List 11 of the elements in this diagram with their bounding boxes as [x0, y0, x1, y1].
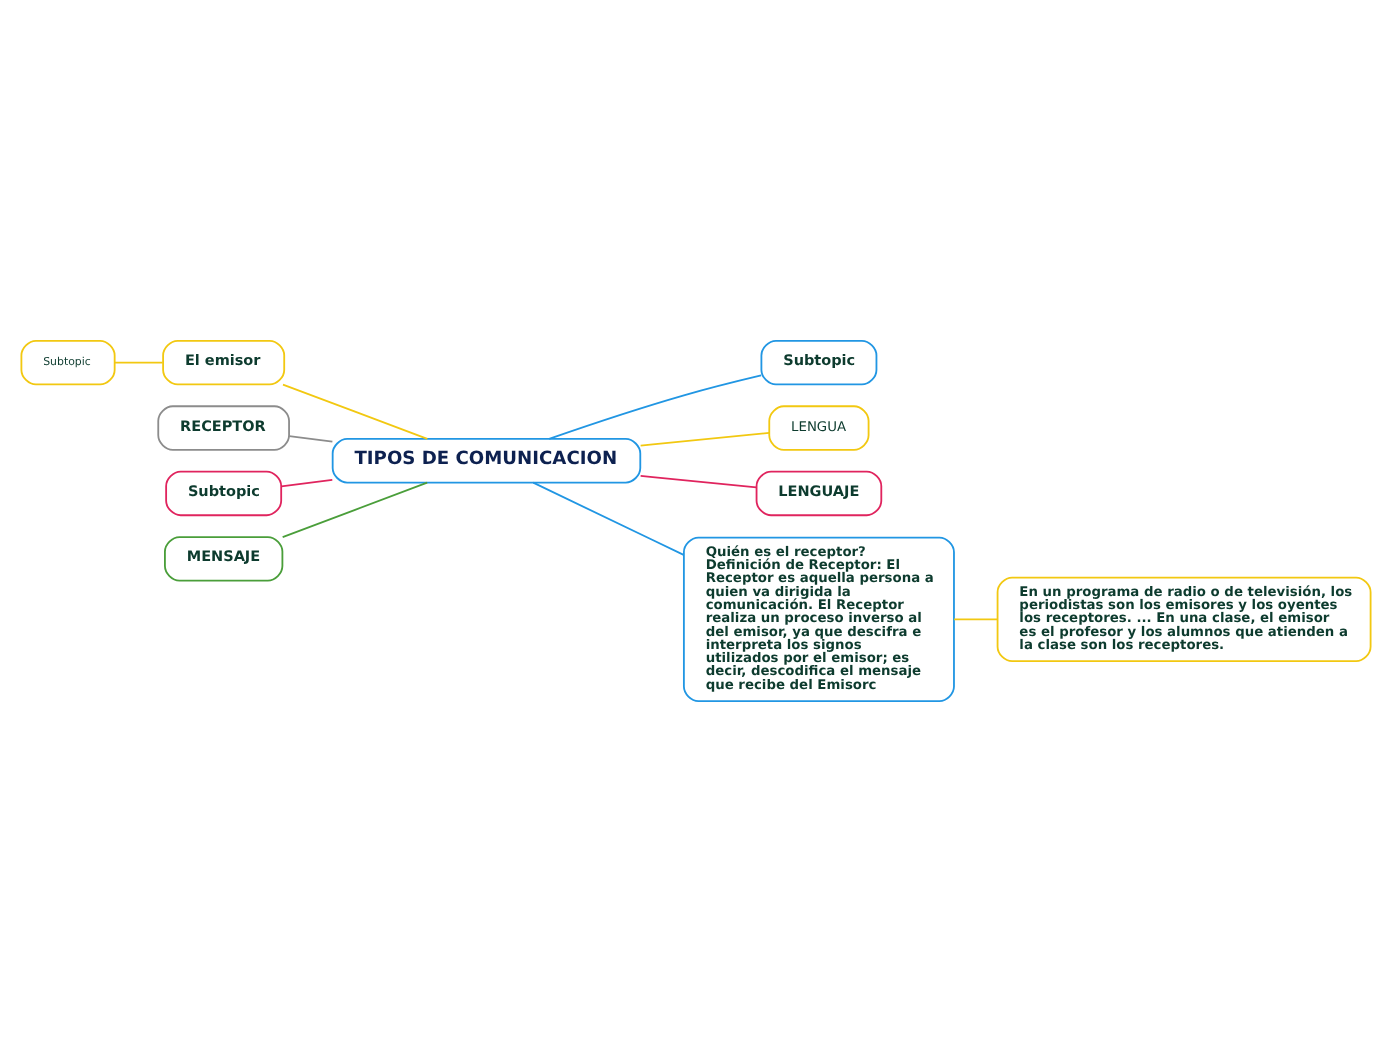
connector [288, 434, 334, 442]
connector [639, 430, 771, 446]
connector [281, 480, 429, 537]
connector [282, 382, 429, 439]
connector [280, 478, 334, 487]
connector [532, 480, 685, 555]
connector [953, 617, 999, 620]
node-box: TIPOS DE COMUNICACION [331, 437, 642, 483]
connector [113, 360, 164, 363]
connector [639, 474, 758, 488]
connector [548, 373, 763, 439]
